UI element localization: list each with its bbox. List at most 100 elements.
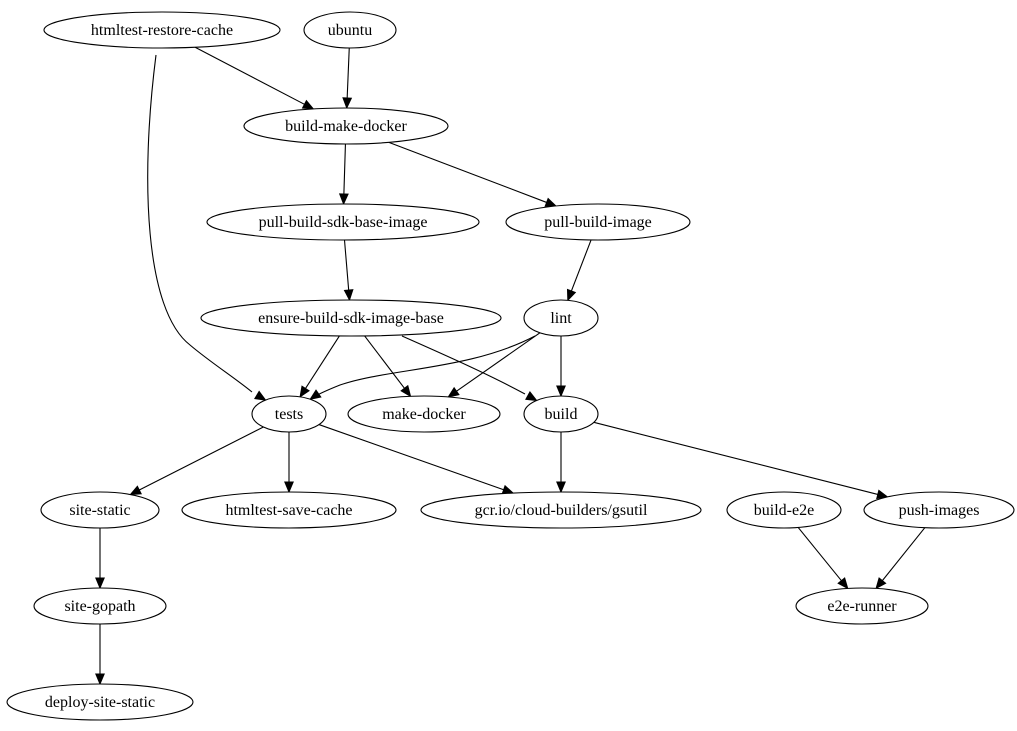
node-label: make-docker bbox=[382, 406, 466, 423]
node-label: pull-build-sdk-base-image bbox=[259, 214, 428, 231]
edge-ensure-build-sdk-image-base-to-make-docker bbox=[364, 335, 412, 398]
edge-lint-to-make-docker bbox=[447, 332, 541, 398]
arrowhead-push-images->e2e-runner bbox=[875, 577, 887, 590]
edge-build-to-gsutil bbox=[556, 432, 566, 494]
edge-line bbox=[364, 335, 405, 389]
node-ellipse bbox=[863, 491, 1015, 529]
arrowhead-lint->make-docker bbox=[447, 386, 460, 398]
edge-line bbox=[194, 46, 305, 105]
arrowhead-build-make-docker->pull-build-sdk-base-image bbox=[338, 193, 349, 206]
edge-line bbox=[346, 47, 350, 99]
node-label: build bbox=[545, 406, 578, 423]
edge-line bbox=[343, 143, 346, 195]
node-ellipse bbox=[243, 107, 449, 145]
arrowhead-build->gsutil bbox=[556, 481, 566, 494]
edge-line bbox=[305, 335, 340, 389]
node-build-e2e: build-e2e bbox=[726, 491, 842, 529]
node-label: tests bbox=[275, 406, 303, 423]
node-ellipse bbox=[43, 11, 281, 49]
edge-build-e2e-to-e2e-runner bbox=[797, 527, 849, 590]
arrowhead-tests->gsutil bbox=[501, 484, 515, 495]
node-ellipse bbox=[33, 587, 167, 625]
edges-layer bbox=[95, 46, 926, 686]
node-ellipse bbox=[6, 683, 194, 721]
edge-build-make-docker-to-pull-build-image bbox=[388, 141, 558, 207]
arrowhead-pull-build-sdk-base-image->ensure-build-sdk-image-base bbox=[343, 289, 354, 302]
node-ubuntu: ubuntu bbox=[303, 11, 397, 49]
edge-ensure-build-sdk-image-base-to-tests bbox=[299, 335, 340, 398]
arrowhead-tests->htmltest-save-cache bbox=[284, 481, 294, 494]
node-ellipse bbox=[505, 203, 691, 241]
edge-build-make-docker-to-pull-build-sdk-base-image bbox=[338, 143, 349, 206]
node-ellipse bbox=[181, 491, 397, 529]
arrowhead-site-gopath->deploy-site-static bbox=[95, 673, 105, 686]
node-push-images: push-images bbox=[863, 491, 1015, 529]
arrowhead-htmltest-restore-cache->tests bbox=[254, 390, 267, 401]
node-ellipse bbox=[523, 395, 599, 433]
edge-line bbox=[388, 141, 547, 203]
arrowhead-ensure-build-sdk-image-base->make-docker bbox=[400, 384, 412, 398]
node-ellipse bbox=[347, 395, 501, 433]
arrowhead-build-make-docker->pull-build-image bbox=[544, 197, 558, 207]
node-e2e-runner: e2e-runner bbox=[795, 587, 929, 625]
edge-line bbox=[311, 335, 536, 399]
edge-ubuntu-to-build-make-docker bbox=[342, 47, 353, 110]
node-build: build bbox=[523, 395, 599, 433]
edge-lint-to-tests bbox=[309, 335, 536, 400]
node-ellipse bbox=[795, 587, 929, 625]
edge-line bbox=[139, 426, 264, 491]
edge-line bbox=[343, 239, 350, 291]
nodes-layer: htmltest-restore-cache ubuntu build-make-d… bbox=[6, 11, 1015, 721]
node-make-docker: make-docker bbox=[347, 395, 501, 433]
node-ensure-build-sdk-image-base: ensure-build-sdk-image-base bbox=[200, 299, 502, 337]
edge-line bbox=[797, 527, 842, 582]
node-label: deploy-site-static bbox=[45, 694, 155, 711]
arrowhead-lint->tests bbox=[309, 389, 322, 400]
edge-line bbox=[456, 332, 541, 392]
edge-line bbox=[318, 424, 504, 491]
arrowhead-build-e2e->e2e-runner bbox=[837, 577, 849, 590]
node-label: htmltest-save-cache bbox=[225, 502, 352, 519]
edge-push-images-to-e2e-runner bbox=[875, 527, 926, 590]
node-build-make-docker: build-make-docker bbox=[243, 107, 449, 145]
edge-line bbox=[593, 421, 878, 495]
node-site-gopath: site-gopath bbox=[33, 587, 167, 625]
edge-line bbox=[147, 54, 253, 393]
node-label: e2e-runner bbox=[827, 598, 897, 615]
edge-pull-build-sdk-base-image-to-ensure-build-sdk-image-base bbox=[343, 239, 354, 302]
node-lint: lint bbox=[523, 299, 599, 337]
node-label: build-e2e bbox=[754, 502, 814, 519]
edge-lint-to-build bbox=[556, 336, 566, 398]
node-ellipse bbox=[726, 491, 842, 529]
edge-tests-to-site-static bbox=[129, 426, 264, 496]
node-label: pull-build-image bbox=[544, 214, 652, 231]
node-gsutil: gcr.io/cloud-builders/gsutil bbox=[420, 491, 702, 529]
arrowhead-site-static->site-gopath bbox=[95, 577, 105, 590]
node-label: lint bbox=[550, 310, 572, 327]
arrowhead-pull-build-image->lint bbox=[566, 288, 577, 302]
node-deploy-site-static: deploy-site-static bbox=[6, 683, 194, 721]
node-pull-build-sdk-base-image: pull-build-sdk-base-image bbox=[206, 203, 480, 241]
edge-htmltest-restore-cache-to-tests bbox=[147, 54, 267, 401]
node-site-static: site-static bbox=[40, 491, 160, 529]
node-ellipse bbox=[523, 299, 599, 337]
node-ellipse bbox=[303, 11, 397, 49]
node-pull-build-image: pull-build-image bbox=[505, 203, 691, 241]
node-htmltest-restore-cache: htmltest-restore-cache bbox=[43, 11, 281, 49]
arrowhead-ubuntu->build-make-docker bbox=[342, 97, 353, 110]
node-ellipse bbox=[40, 491, 160, 529]
edge-line bbox=[570, 239, 592, 292]
node-htmltest-save-cache: htmltest-save-cache bbox=[181, 491, 397, 529]
arrowhead-ensure-build-sdk-image-base->tests bbox=[299, 385, 310, 398]
arrowhead-ensure-build-sdk-image-base->build bbox=[525, 391, 538, 402]
edge-build-to-push-images bbox=[593, 421, 889, 500]
arrowhead-lint->build bbox=[556, 385, 566, 398]
node-label: ubuntu bbox=[328, 22, 372, 39]
node-tests: tests bbox=[251, 395, 327, 433]
edge-line bbox=[881, 527, 926, 581]
edge-ensure-build-sdk-image-base-to-build bbox=[401, 335, 538, 402]
node-label: htmltest-restore-cache bbox=[91, 22, 233, 39]
node-ellipse bbox=[206, 203, 480, 241]
node-label: push-images bbox=[899, 502, 980, 519]
